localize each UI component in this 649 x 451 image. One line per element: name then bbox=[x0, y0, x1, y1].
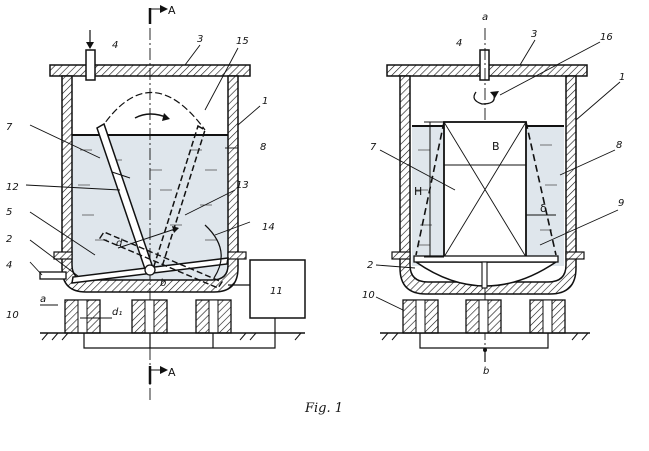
label-a-left: a bbox=[40, 294, 46, 305]
wiring-left bbox=[83, 284, 276, 349]
label-15: 15 bbox=[236, 36, 249, 47]
leaders-left bbox=[25, 44, 261, 306]
vessel-wall-right bbox=[399, 75, 577, 295]
label-8-right: 8 bbox=[616, 140, 622, 151]
label-8-left: 8 bbox=[260, 142, 266, 153]
inlet-4-left bbox=[39, 271, 67, 280]
label-3-right: 3 bbox=[531, 29, 537, 40]
rotation-arc-left bbox=[99, 92, 206, 131]
label-d1: d₁ bbox=[112, 307, 122, 318]
label-10-right: 10 bbox=[362, 290, 375, 301]
support-pads-left bbox=[64, 299, 232, 334]
segment-arc-left bbox=[204, 224, 222, 279]
mid-flange-left-a bbox=[53, 251, 73, 260]
mid-flange-left-b bbox=[227, 251, 247, 260]
mid-flange-right-b bbox=[565, 251, 585, 260]
label-16: 16 bbox=[600, 32, 613, 43]
figure-caption: Fig. 1 bbox=[304, 401, 343, 416]
label-7-right: 7 bbox=[370, 142, 377, 153]
leaders-right bbox=[375, 39, 621, 311]
section-marker-top bbox=[148, 5, 168, 24]
label-a-top: a bbox=[482, 12, 488, 23]
section-marker-bottom bbox=[148, 366, 168, 384]
control-box-11 bbox=[249, 259, 306, 319]
right-view: a 4 3 16 1 7 8 9 2 10 B H δ b bbox=[362, 12, 625, 377]
label-4-side: 4 bbox=[6, 260, 12, 271]
wiring-right bbox=[419, 333, 549, 362]
label-10-left: 10 bbox=[6, 310, 19, 321]
screw-4-left bbox=[85, 49, 96, 81]
mid-flange-right-a bbox=[391, 251, 411, 260]
label-14: 14 bbox=[262, 222, 275, 233]
label-1-right: 1 bbox=[619, 72, 625, 83]
left-view: 4 3 15 1 7 8 12 13 5 14 2 4 11 10 d b a … bbox=[6, 4, 306, 400]
label-2-left: 2 bbox=[6, 234, 12, 245]
label-1-left: 1 bbox=[262, 96, 268, 107]
dim-label-delta: δ bbox=[540, 202, 547, 215]
label-d: d bbox=[116, 238, 123, 249]
stem-right bbox=[481, 261, 488, 289]
dim-label-H: H bbox=[414, 185, 422, 198]
label-5: 5 bbox=[6, 207, 12, 218]
hub-left bbox=[144, 264, 156, 276]
label-3-left: 3 bbox=[197, 34, 203, 45]
section-letter-top: A bbox=[168, 4, 176, 17]
screw-4-right bbox=[479, 49, 490, 81]
label-9: 9 bbox=[618, 198, 624, 209]
label-2-right: 2 bbox=[367, 260, 373, 271]
label-7-left: 7 bbox=[6, 122, 13, 133]
label-13: 13 bbox=[236, 180, 249, 191]
dim-label-B: B bbox=[492, 140, 500, 153]
label-4-top: 4 bbox=[112, 40, 118, 51]
plate-14-left bbox=[98, 231, 224, 289]
label-12: 12 bbox=[6, 182, 19, 193]
label-4-right: 4 bbox=[456, 38, 462, 49]
label-b-bottom: b bbox=[483, 366, 489, 377]
section-letter-bottom: A bbox=[168, 366, 176, 379]
label-11: 11 bbox=[270, 286, 283, 297]
label-b-left: b bbox=[160, 278, 166, 289]
support-pads-right bbox=[402, 299, 566, 334]
